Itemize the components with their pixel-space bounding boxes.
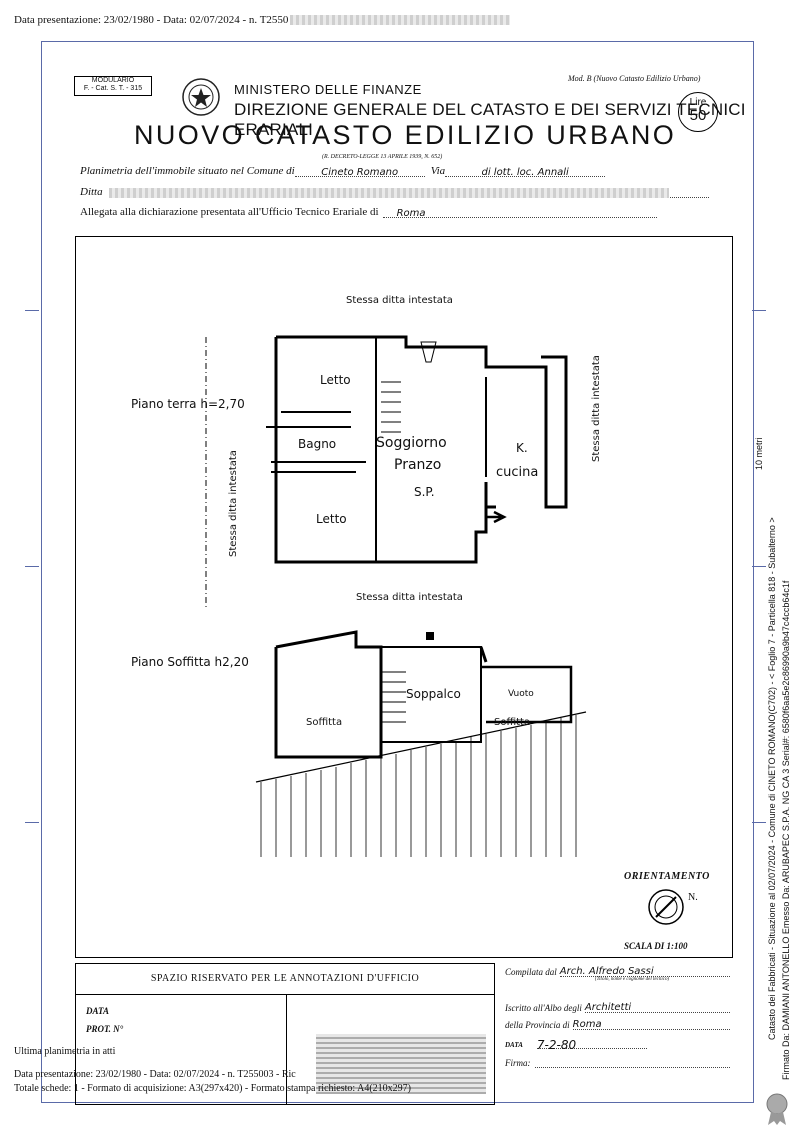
- redacted-bar: [108, 188, 669, 199]
- left-neighbor-note: Stessa ditta intestata: [228, 450, 239, 557]
- right-neighbor-note: Stessa ditta intestata: [591, 355, 602, 462]
- allegata-row: Allegata alla dichiarazione presentata a…: [80, 206, 657, 219]
- provincia-value: Roma: [572, 1019, 730, 1030]
- modulario-code: F. - Cat. S. T. - 315: [83, 85, 143, 92]
- office-data-label: DATA: [86, 1006, 110, 1016]
- revenue-stamp: Lire 50: [678, 92, 718, 132]
- signature-line: [534, 1057, 730, 1068]
- ground-floor-label: Piano terra h=2,70: [131, 397, 245, 411]
- iscritto-value: Architetti: [584, 1002, 730, 1013]
- office-prot-label: PROT. N°: [86, 1024, 124, 1034]
- stamp-currency: Lire: [689, 97, 707, 108]
- attic-floor-label: Piano Soffitta h2,20: [131, 655, 249, 669]
- document-title: NUOVO CATASTO EDILIZIO URBANO: [134, 120, 677, 150]
- room-sp: S.P.: [414, 485, 435, 499]
- planimetria-label: Planimetria dell'immobile situato nel Co…: [80, 165, 295, 177]
- footer-line-1: Data presentazione: 23/02/1980 - Data: 0…: [14, 1069, 296, 1080]
- frame-tick: [25, 822, 39, 823]
- page-frame: [41, 41, 754, 1103]
- office-divider: [286, 994, 287, 1104]
- seal-icon: [766, 1093, 788, 1125]
- frame-tick: [752, 822, 766, 823]
- redacted-bar: [290, 15, 511, 26]
- compilata-sub: (Titolo, nome e cognome del tecnico): [595, 977, 670, 982]
- footer-ultima: Ultima planimetria in atti: [14, 1046, 116, 1057]
- room-soffitta-1: Soffitta: [306, 717, 343, 728]
- room-soggiorno: Soggiorno: [376, 435, 447, 451]
- iscritto-label: Iscritto all'Albo degli: [505, 1003, 582, 1013]
- room-bagno: Bagno: [298, 437, 337, 451]
- ditta-row: Ditta: [80, 186, 709, 199]
- stamp-value: 50: [689, 107, 707, 124]
- via-label: Via: [430, 165, 446, 177]
- compass-icon: [648, 889, 684, 925]
- decree-reference: (R. DECRETO-LEGGE 13 APRILE 1939, N. 652…: [322, 154, 443, 160]
- footer-line-2: Totale schede: 1 - Formato di acquisizio…: [14, 1083, 411, 1094]
- room-soffitta-2: Soffitta: [494, 717, 531, 728]
- ufficio-value: Roma: [396, 208, 426, 219]
- room-letto-2: Letto: [316, 512, 347, 526]
- frame-tick: [752, 566, 766, 567]
- republic-emblem-icon: [182, 78, 220, 116]
- floor-plan-drawing: [205, 335, 587, 857]
- compiled-data-value: 7-2-80: [536, 1038, 647, 1052]
- planimetria-row: Planimetria dell'immobile situato nel Co…: [80, 165, 606, 178]
- top-neighbor-note: Stessa ditta intestata: [346, 295, 453, 306]
- compilata-label: Compilata dal: [505, 967, 557, 977]
- room-pranzo: Pranzo: [394, 457, 442, 473]
- side-cadastre-text: Catasto dei Fabbricati - Situazione al 0…: [767, 517, 777, 1040]
- room-cucina: cucina: [496, 465, 539, 480]
- frame-tick: [25, 310, 39, 311]
- redacted-stamp: [316, 1034, 486, 1094]
- frame-tick: [752, 310, 766, 311]
- directorate-title: DIREZIONE GENERALE DEL CATASTO E DEI SER…: [234, 100, 746, 139]
- firma-label: Firma:: [505, 1058, 531, 1068]
- comune-value: Cineto Romano: [321, 167, 399, 178]
- office-annotations-box: SPAZIO RISERVATO PER LE ANNOTAZIONI D'UF…: [75, 963, 495, 1105]
- orientation-label: ORIENTAMENTO: [624, 871, 710, 882]
- room-vuoto: Vuoto: [508, 689, 534, 699]
- compilata-value: Arch. Alfredo Sassi: [559, 966, 730, 977]
- floor-plan-area: Stessa ditta intestata Stessa ditta inte…: [75, 236, 733, 958]
- side-signature-text: Firmato Da: DAMIANI ANTONELLO Emesso Da:…: [781, 580, 791, 1080]
- frame-tick: [25, 566, 39, 567]
- side-scale-text: 10 metri: [754, 437, 764, 470]
- bottom-neighbor-note: Stessa ditta intestata: [356, 592, 463, 603]
- ditta-label: Ditta: [80, 186, 103, 198]
- model-label: Mod. B (Nuovo Catasto Edilizio Urbano): [568, 74, 701, 83]
- office-header: SPAZIO RISERVATO PER LE ANNOTAZIONI D'UF…: [76, 964, 494, 995]
- provincia-label: della Provincia di: [505, 1020, 570, 1030]
- room-soppalco: Soppalco: [406, 687, 461, 701]
- allegata-label: Allegata alla dichiarazione presentata a…: [80, 206, 379, 218]
- modulario-title: MODULARIO: [91, 77, 135, 84]
- ministry-title: MINISTERO DELLE FINANZE: [234, 82, 422, 97]
- room-k: K.: [516, 441, 528, 455]
- scale-label: SCALA DI 1:100: [624, 941, 688, 951]
- header-note: Data presentazione: 23/02/1980 - Data: 0…: [14, 14, 511, 26]
- room-letto-1: Letto: [320, 373, 351, 387]
- modulario-box: MODULARIO F. - Cat. S. T. - 315: [74, 76, 152, 96]
- north-label: N.: [688, 892, 698, 903]
- compiled-data-label: DATA: [505, 1041, 523, 1049]
- via-value: di lott. loc. Annali: [481, 167, 569, 178]
